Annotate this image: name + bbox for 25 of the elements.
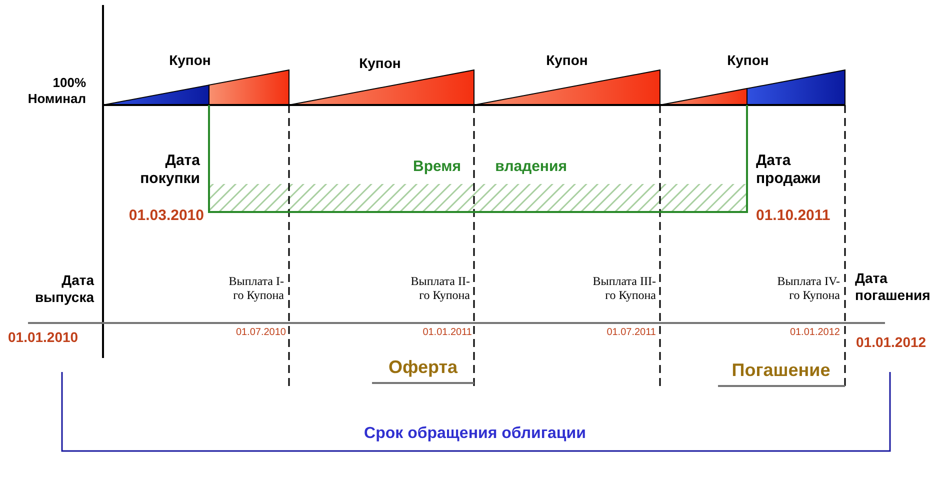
- date-caption: Дата выпуска: [34, 272, 94, 306]
- date-label: 01.01.2011: [422, 327, 472, 339]
- coupon-payment-label: Выплата I-го Купона: [228, 274, 284, 303]
- event-label: Погашение: [730, 360, 832, 382]
- bracket-label: Срок обращения облигации: [363, 424, 587, 444]
- coupon-payment-label: Выплата III-го Купона: [592, 274, 656, 303]
- date-label: 01.03.2010: [128, 207, 204, 225]
- axis-label: 100% Номинал: [26, 75, 86, 106]
- event-label: Оферта: [387, 357, 459, 379]
- date-label: 01.07.2010: [234, 327, 286, 339]
- coupon-label: Купон: [726, 52, 770, 69]
- period-label: Время владения: [412, 158, 568, 176]
- date-label: 01.01.2012: [856, 334, 928, 351]
- coupon-payment-label: Выплата II-го Купона: [410, 274, 470, 303]
- date-caption: Дата погашения: [855, 270, 932, 304]
- date-caption: Дата покупки: [139, 152, 200, 188]
- date-label: 01.07.2011: [606, 327, 656, 339]
- coupon-label: Купон: [168, 52, 212, 69]
- date-caption: Дата продажи: [756, 152, 822, 188]
- date-label: 01.01.2012: [788, 327, 840, 339]
- coupon-label: Купон: [545, 52, 589, 69]
- coupon-label: Купон: [358, 55, 402, 72]
- date-label: 01.01.2010: [8, 329, 80, 346]
- coupon-payment-label: Выплата IV-го Купона: [776, 274, 840, 303]
- date-label: 01.10.2011: [756, 207, 832, 225]
